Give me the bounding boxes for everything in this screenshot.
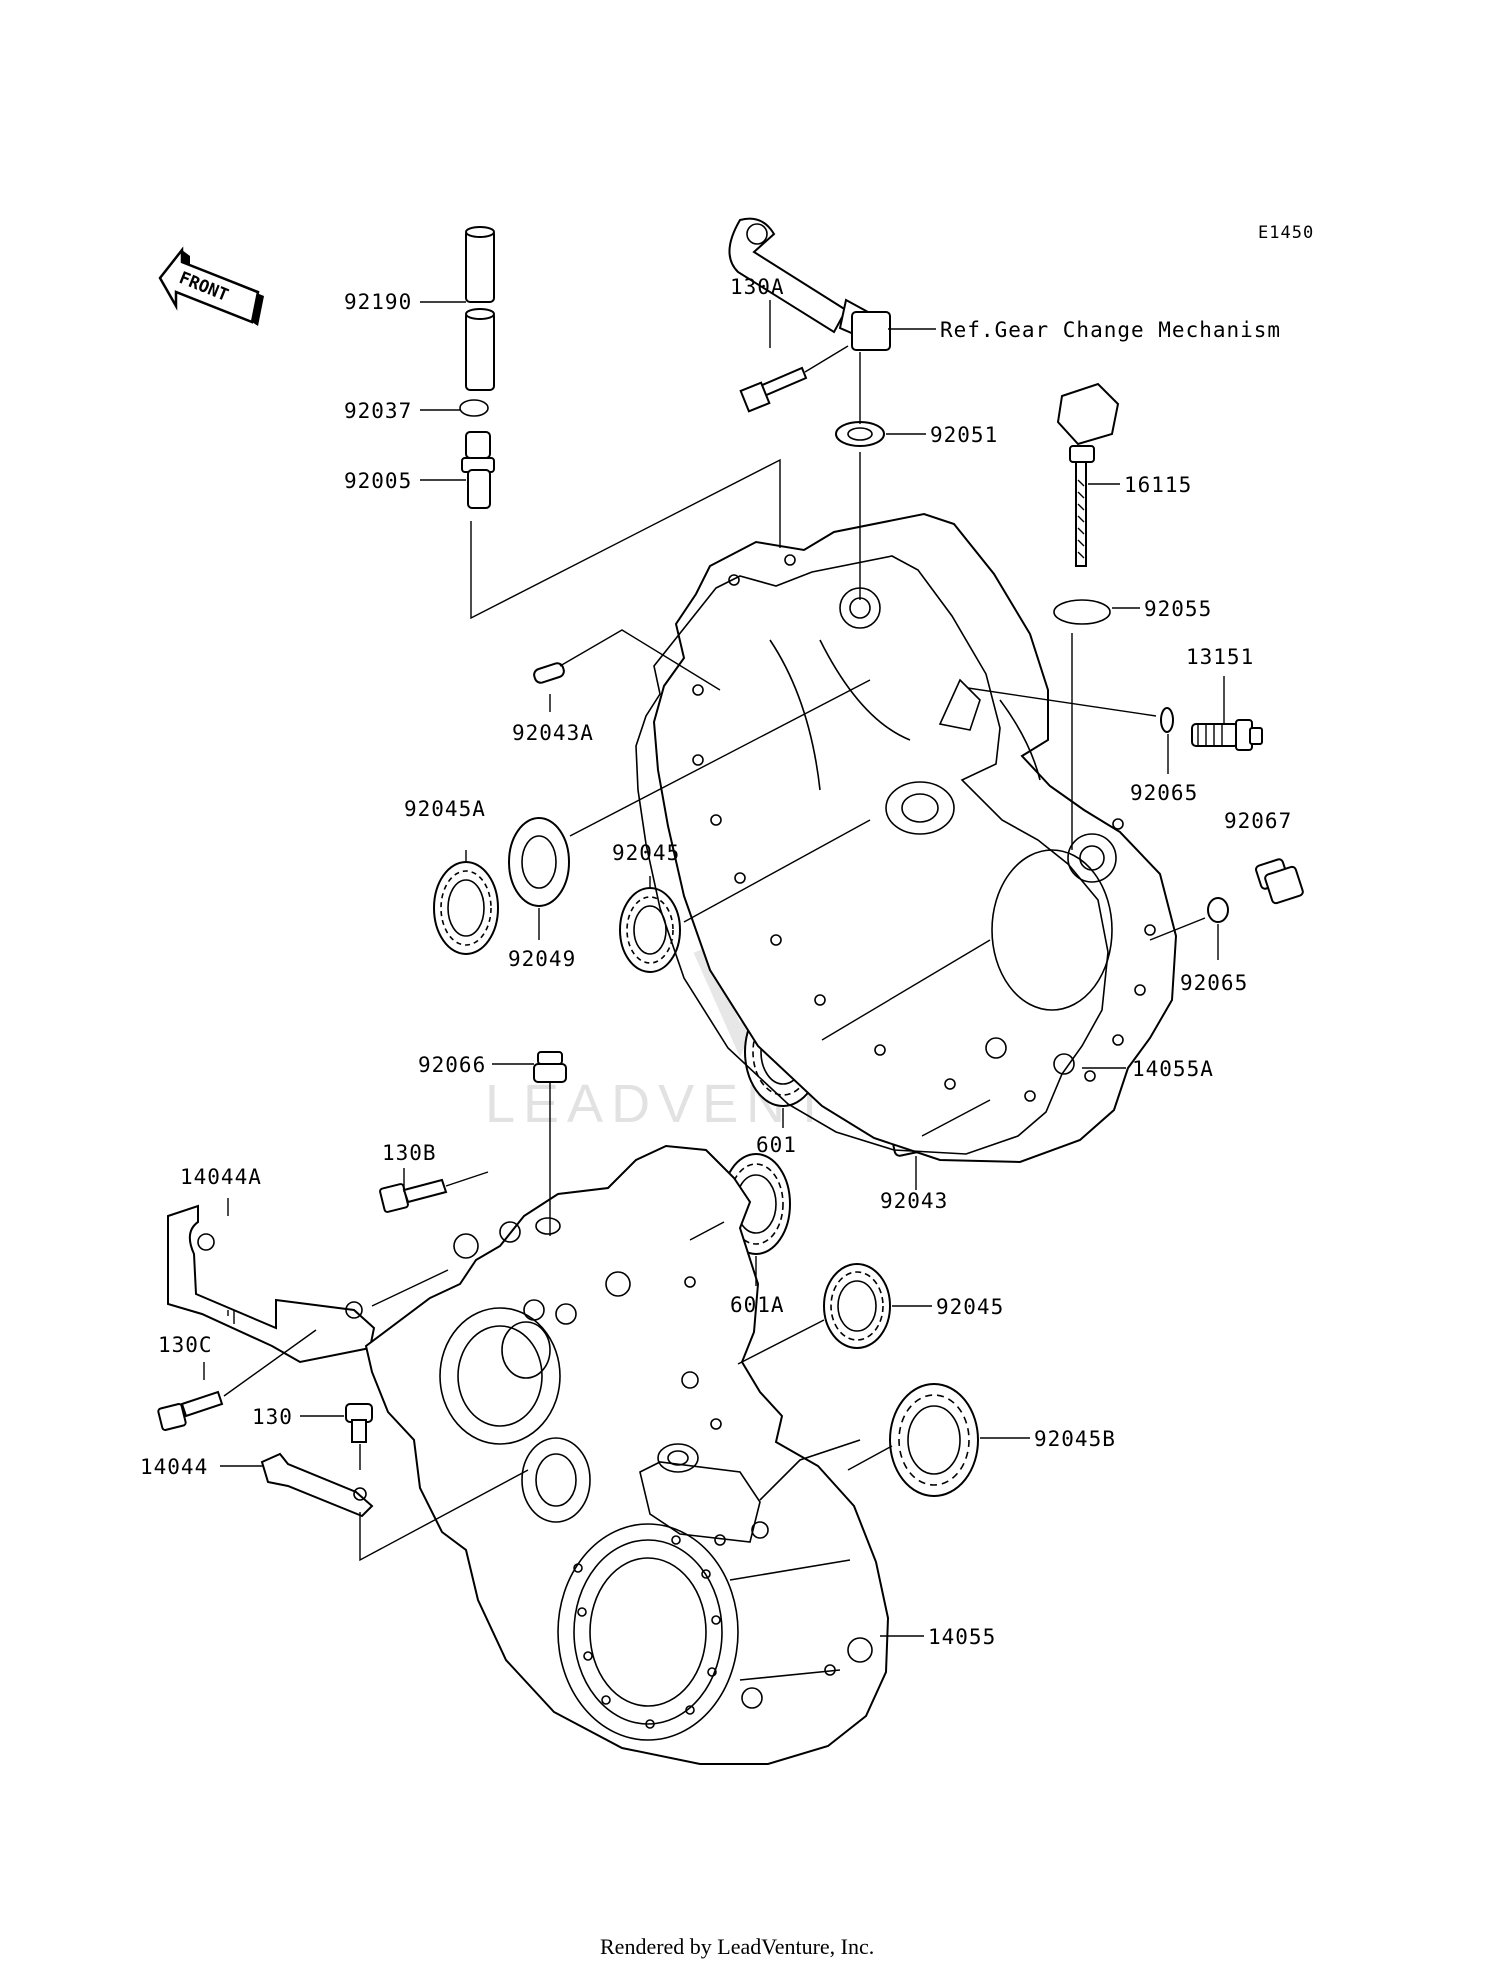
part-14055-case [364,1144,890,1765]
label-92049: 92049 [508,947,576,971]
label-14055A: 14055A [1132,1057,1214,1081]
part-130-bolt [345,1403,373,1443]
part-92066-grommet [533,1051,567,1083]
part-16115-dipstick [1056,382,1120,567]
ref-gear-change-note: Ref.Gear Change Mechanism [940,318,1281,342]
part-130C-bolt [157,1390,224,1431]
part-92051-seal [835,421,885,447]
label-16115: 16115 [1124,473,1192,497]
part-92005-fitting [461,431,495,509]
part-14055A-case [635,512,1178,1164]
label-601A: 601A [730,1293,785,1317]
diagram-code: E1450 [1258,223,1314,243]
part-92067-plug [1255,858,1304,905]
part-92043A-pin [533,662,565,684]
label-92045B: 92045B [1034,1427,1116,1451]
label-92043: 92043 [880,1189,948,1213]
part-14044A-bracket [167,1204,376,1364]
label-92037: 92037 [344,399,412,423]
part-92045A-bearing [433,861,499,955]
part-14044-clamp [260,1452,374,1518]
part-130A-lever [728,217,892,351]
label-92045-upper: 92045 [612,841,680,865]
label-92190: 92190 [344,290,412,314]
front-arrow-icon: FRONT [158,246,264,326]
part-13151-switch [1191,719,1263,751]
label-92065-upper: 92065 [1130,781,1198,805]
label-14044: 14044 [140,1455,208,1479]
label-601: 601 [756,1133,797,1157]
part-92055-oring [1053,599,1111,625]
part-92049-seal [508,817,570,907]
part-92065-washer-upper [1160,707,1174,733]
label-92045-lower: 92045 [936,1295,1004,1319]
label-130: 130 [252,1405,293,1429]
part-92045-bearing-lower [823,1263,891,1349]
part-92045-bearing-upper [619,887,681,973]
part-130A-bolt [739,366,808,413]
label-92005: 92005 [344,469,412,493]
part-92037-clip [459,399,489,417]
label-130B: 130B [382,1141,437,1165]
assembly-lines [223,345,1206,1562]
part-92065-washer-lower [1207,897,1229,923]
label-92067: 92067 [1224,809,1292,833]
label-130C: 130C [158,1333,213,1357]
label-92055: 92055 [1144,597,1212,621]
label-13151: 13151 [1186,645,1254,669]
label-14044A: 14044A [180,1165,262,1189]
part-92045B-bearing [889,1383,979,1497]
label-92066: 92066 [418,1053,486,1077]
label-14055: 14055 [928,1625,996,1649]
part-130B-bolt [379,1178,448,1213]
label-92051: 92051 [930,423,998,447]
label-92045A: 92045A [404,797,486,821]
part-92190-tube [465,226,495,391]
footer-credit: Rendered by LeadVenture, Inc. [600,1934,874,1959]
label-92065-lower: 92065 [1180,971,1248,995]
label-92043A: 92043A [512,721,594,745]
label-130A: 130A [730,275,785,299]
leader-lines [203,300,1225,1637]
